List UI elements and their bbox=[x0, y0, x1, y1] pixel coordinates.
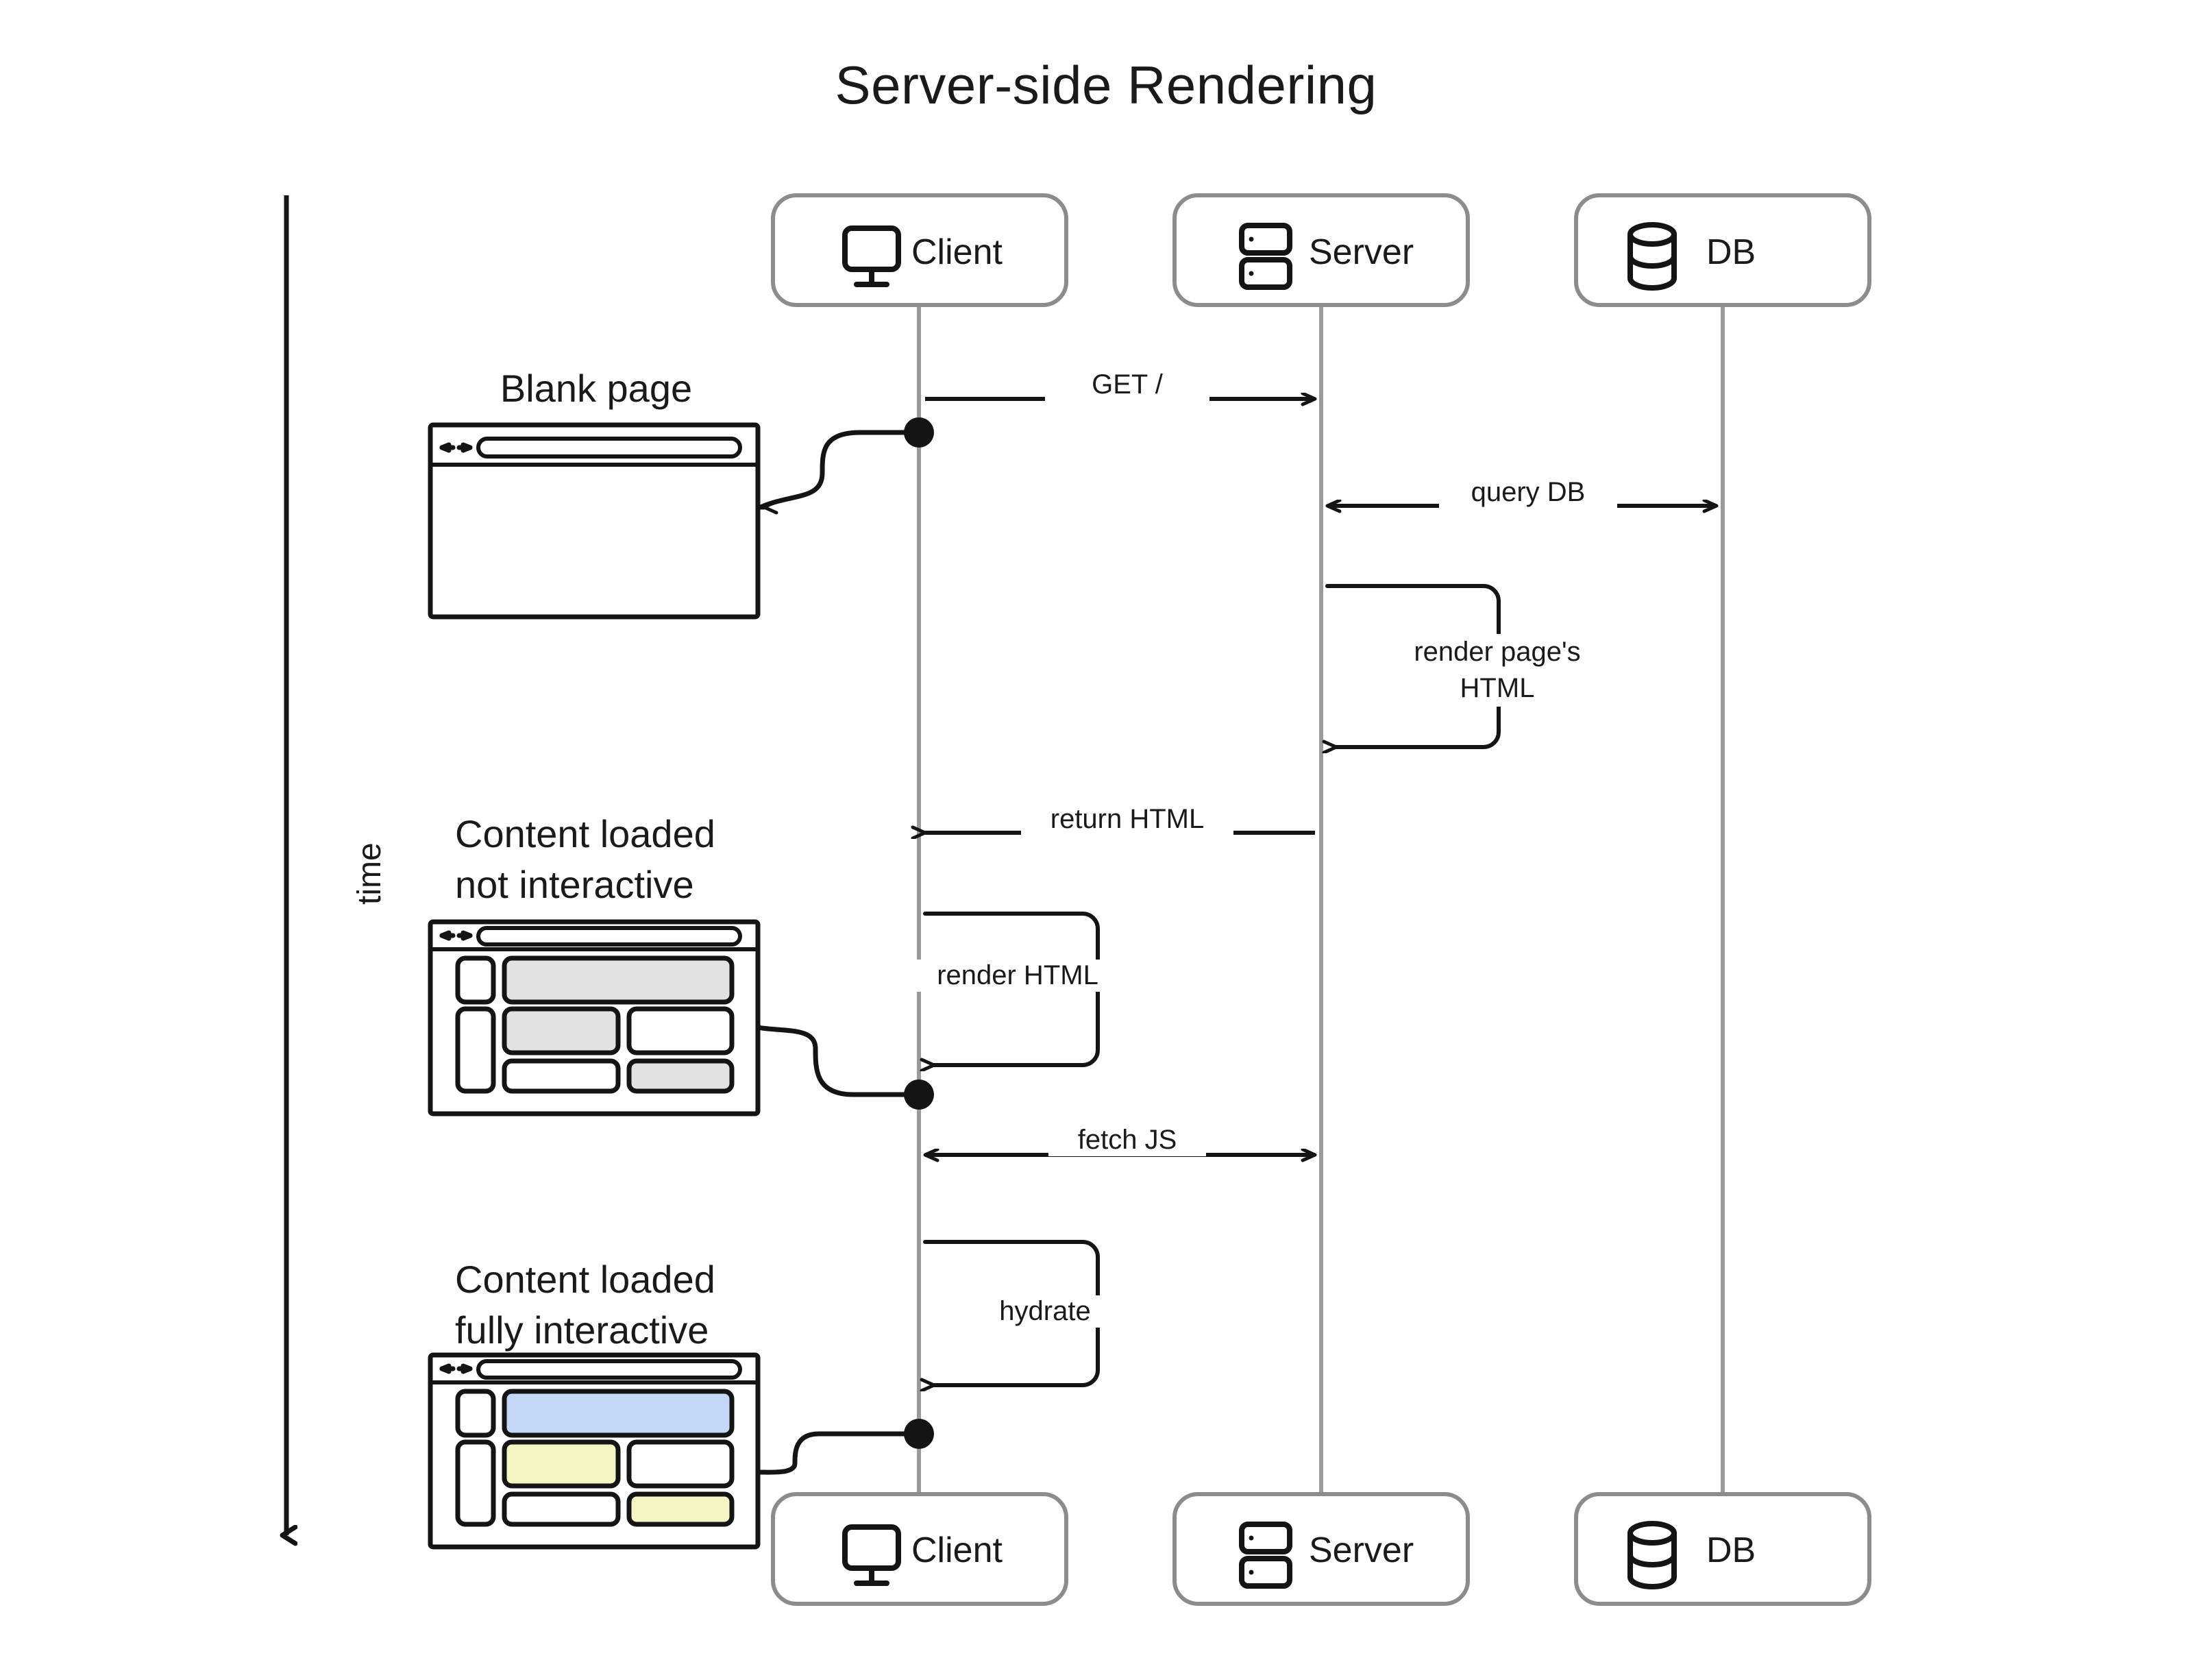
browser-url-bar bbox=[476, 437, 742, 459]
message-label-get-root: GET / bbox=[1045, 369, 1209, 402]
browser-url-bar bbox=[476, 1359, 742, 1380]
snapshot-caption-hydrated: Content loaded fully interactive bbox=[455, 1254, 715, 1356]
activation-dot-blank bbox=[904, 417, 934, 448]
block-hero bbox=[502, 955, 735, 1005]
message-label-return-html: return HTML bbox=[1021, 803, 1233, 836]
message-label-query-db: query DB bbox=[1439, 476, 1617, 509]
database-cylinder-icon bbox=[1627, 222, 1677, 291]
block-hero bbox=[502, 1389, 735, 1438]
caption-line-2: not interactive bbox=[455, 862, 694, 906]
page-title: Server-side Rendering bbox=[835, 55, 1377, 115]
block-card-left bbox=[502, 1439, 621, 1489]
caption-line-2: fully interactive bbox=[455, 1308, 709, 1352]
activation-dot-hydrated bbox=[904, 1419, 934, 1449]
actor-label-client: Client bbox=[911, 1530, 1003, 1570]
block-card-right bbox=[626, 1006, 735, 1055]
message-label-render-html: render HTML bbox=[911, 960, 1124, 992]
database-cylinder-icon bbox=[1627, 1521, 1677, 1589]
block-footer-left bbox=[502, 1491, 621, 1527]
actor-box-client-bottom bbox=[771, 1492, 1068, 1606]
actor-label-server: Server bbox=[1309, 232, 1414, 272]
activation-dots bbox=[904, 417, 934, 1449]
actor-label-client: Client bbox=[911, 232, 1003, 272]
time-axis-label: time bbox=[352, 842, 388, 905]
lifelines bbox=[917, 305, 1725, 1494]
browser-mockup-loaded-static bbox=[428, 919, 761, 1116]
browser-nav-arrows-icon bbox=[439, 1363, 473, 1374]
browser-mockup-hydrated bbox=[428, 1352, 761, 1550]
connector-blank-page bbox=[758, 430, 914, 507]
caption-line-1: Content loaded bbox=[455, 812, 715, 855]
block-footer-right bbox=[626, 1058, 735, 1094]
block-sidebar-bottom bbox=[455, 1006, 496, 1094]
monitor-icon bbox=[842, 225, 901, 287]
snapshot-caption-loaded-static: Content loaded not interactive bbox=[455, 809, 715, 910]
connector-hydrated-page bbox=[759, 1431, 914, 1472]
block-sidebar-bottom bbox=[455, 1439, 496, 1527]
message-label-line-1: render page's bbox=[1414, 637, 1581, 667]
actor-box-client-top bbox=[771, 193, 1068, 307]
caption-line-1: Content loaded bbox=[455, 1258, 715, 1301]
block-footer-right bbox=[626, 1491, 735, 1527]
actor-label-server: Server bbox=[1309, 1530, 1414, 1570]
block-sidebar-top bbox=[455, 955, 496, 1005]
browser-nav-arrows-icon bbox=[439, 442, 473, 453]
snapshot-caption-blank-page: Blank page bbox=[500, 367, 693, 410]
actor-boxes-top bbox=[771, 193, 1871, 307]
server-rack-icon bbox=[1239, 1522, 1292, 1589]
monitor-icon bbox=[842, 1524, 901, 1586]
activation-dot-loaded bbox=[904, 1079, 934, 1110]
actor-label-db: DB bbox=[1706, 232, 1756, 272]
block-card-left bbox=[502, 1006, 621, 1055]
block-footer-left bbox=[502, 1058, 621, 1094]
block-sidebar-top bbox=[455, 1389, 496, 1438]
browser-url-bar bbox=[476, 926, 742, 947]
message-label-line-2: HTML bbox=[1460, 672, 1535, 703]
message-label-fetch-js: fetch JS bbox=[1048, 1124, 1206, 1157]
server-rack-icon bbox=[1239, 223, 1292, 290]
block-card-right bbox=[626, 1439, 735, 1489]
actor-label-db: DB bbox=[1706, 1530, 1756, 1570]
message-label-hydrate: hydrate bbox=[959, 1295, 1131, 1328]
browser-mockup-blank-page bbox=[428, 422, 761, 620]
connector-loaded-page bbox=[762, 1028, 914, 1097]
browser-nav-arrows-icon bbox=[439, 930, 473, 941]
